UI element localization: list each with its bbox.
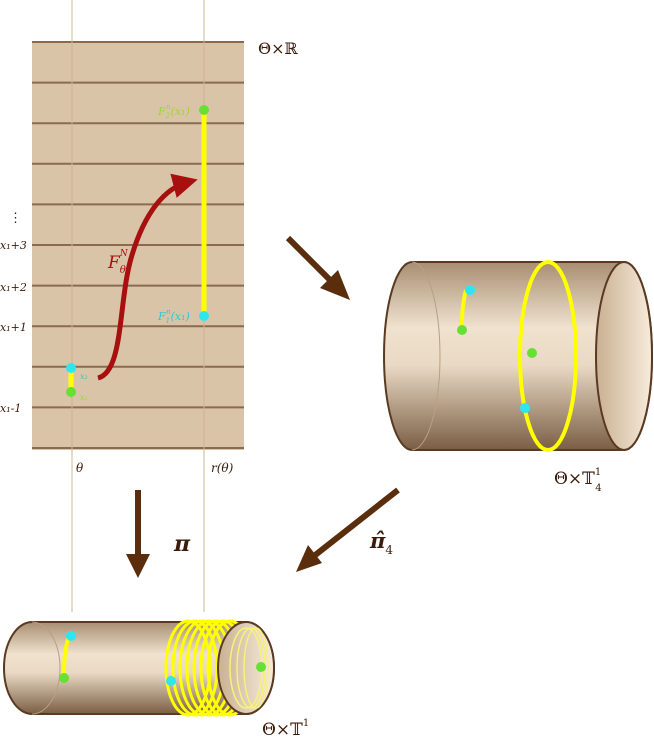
x-tick-r-theta: r(θ) (211, 461, 234, 475)
arrow-pi-hat-head (296, 545, 322, 572)
bottom-cyl-point-cyan-left (66, 631, 76, 641)
coil-loop (164, 619, 212, 717)
arrow-pi-hat (296, 487, 400, 572)
arrow-pi-hat-shaft (312, 487, 400, 559)
bottom-cyl-point-green-left (59, 673, 69, 683)
point-bottom-endpoint (199, 311, 209, 321)
right-cylinder-end-cap (595, 261, 653, 451)
label-pi: π (173, 531, 191, 557)
map-arrow-f-theta-n (97, 173, 198, 381)
y-tick-x1-plus-2: x₁+2 (0, 281, 27, 294)
right-cyl-point-cyan-upper (465, 285, 475, 295)
label-pi-hat-4: π̂4 (369, 528, 393, 557)
point-x2-cyan (66, 363, 76, 373)
label-top-endpoint: F2n(x₁) (157, 103, 190, 120)
y-tick-x1-plus-1: x₁+1 (0, 321, 27, 334)
space-label-theta-t1: Θ×𝕋1 (262, 718, 309, 740)
label-x1: x₁ (80, 393, 88, 402)
right-cyl-point-cyan-loop (520, 403, 530, 413)
right-cyl-point-green-loop (527, 348, 537, 358)
y-tick-x1-plus-3: x₁+3 (0, 239, 27, 252)
right-cylinder-left-rim (411, 261, 441, 451)
right-cylinder-yellow-loop (518, 260, 578, 452)
right-cyl-point-green-left (457, 325, 467, 335)
point-top-endpoint (199, 105, 209, 115)
arrow-top-right-shaft (285, 235, 335, 285)
point-x1-green (66, 387, 76, 397)
arrow-top-to-right (285, 235, 350, 300)
bottom-cyl-point-cyan-coil (166, 676, 176, 686)
label-x2: x₂ (80, 372, 88, 381)
arrow-pi (126, 490, 150, 578)
bottom-cyl-point-green-cap (256, 662, 266, 672)
label-map-f-theta-n: FθN (107, 249, 129, 276)
y-tick-x1-minus-1: x₁-1 (0, 402, 21, 415)
right-cylinder (383, 260, 653, 452)
bottom-cylinder-end-cap (217, 621, 275, 715)
arrow-top-right-head (320, 270, 350, 300)
label-bottom-endpoint: F1n(x₁) (157, 308, 190, 325)
bottom-cylinder-left-rim (31, 621, 61, 715)
y-tick-ellipsis: ⋮ (9, 211, 22, 226)
cap-loop (243, 627, 269, 709)
x-tick-theta: θ (76, 461, 84, 475)
arrow-pi-head (126, 554, 150, 578)
bottom-cylinder (3, 619, 275, 717)
space-label-theta-r: Θ×ℝ (258, 39, 299, 58)
